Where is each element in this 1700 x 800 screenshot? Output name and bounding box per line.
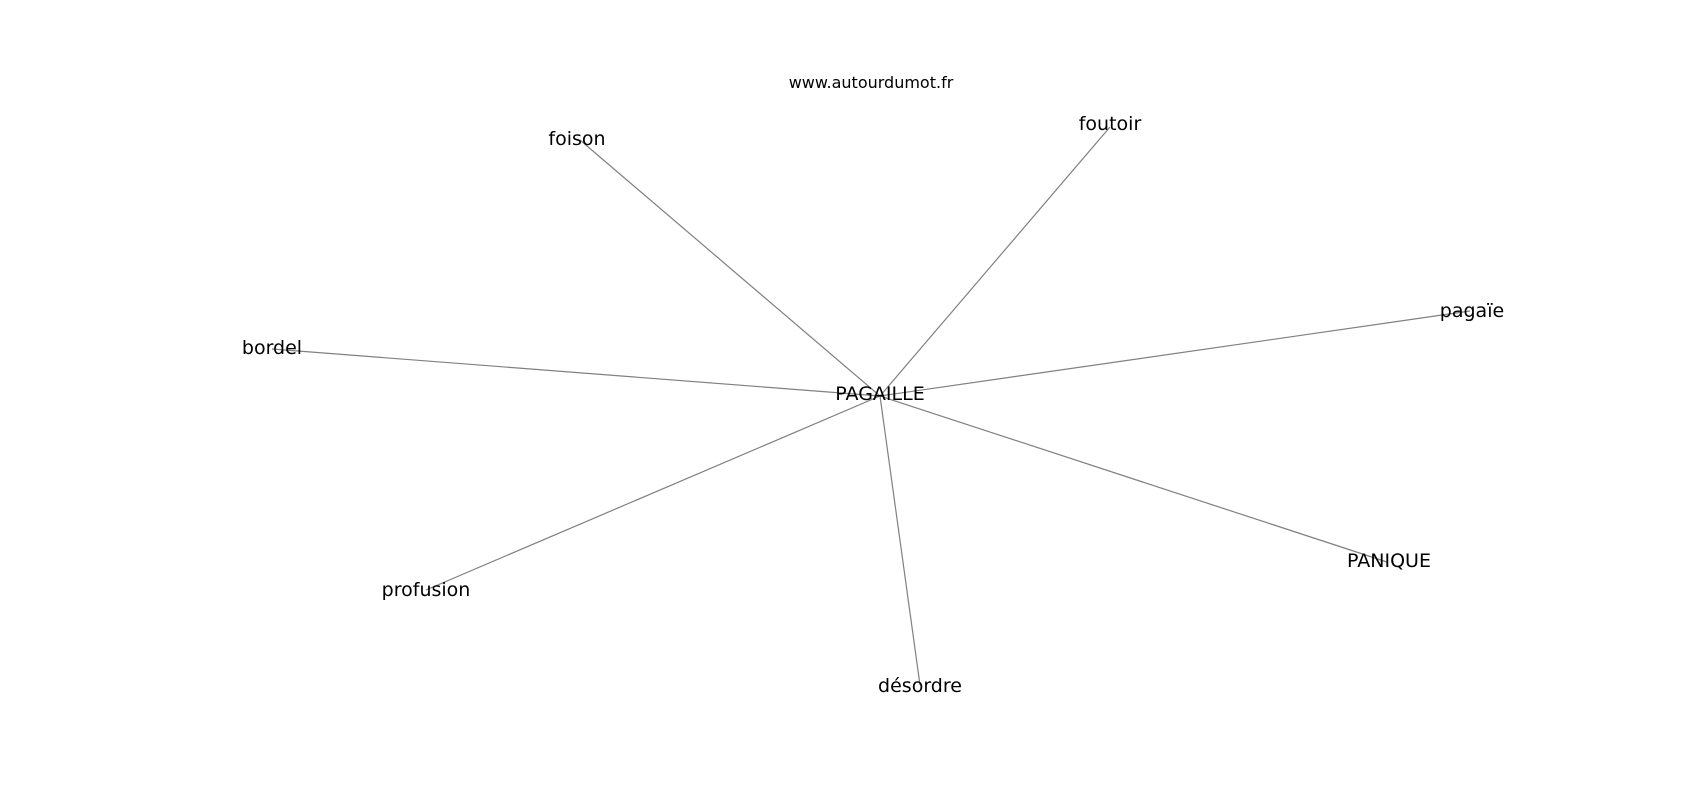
watermark-text: www.autourdumot.fr [789,73,954,92]
node-label-foison: foison [548,128,605,150]
edge-bordel [271,348,881,397]
node-label-profusion: profusion [382,579,471,601]
node-label-desordre: désordre [878,675,962,697]
edge-profusion [425,395,881,591]
edge-desordre [879,395,921,686]
node-label-pagaie: pagaïe [1440,300,1504,322]
graph-labels: PAGAILLE foison foutoir pagaïe bordel PA… [242,113,1504,697]
node-label-foutoir: foutoir [1079,113,1142,135]
edge-foison [579,139,881,397]
edge-panique [879,395,1388,563]
edge-foutoir [879,126,1111,397]
node-label-bordel: bordel [242,337,302,359]
graph-edges [271,126,1471,686]
node-label-center: PAGAILLE [835,383,924,405]
edge-pagaie [879,310,1471,397]
node-label-panique: PANIQUE [1347,550,1431,572]
